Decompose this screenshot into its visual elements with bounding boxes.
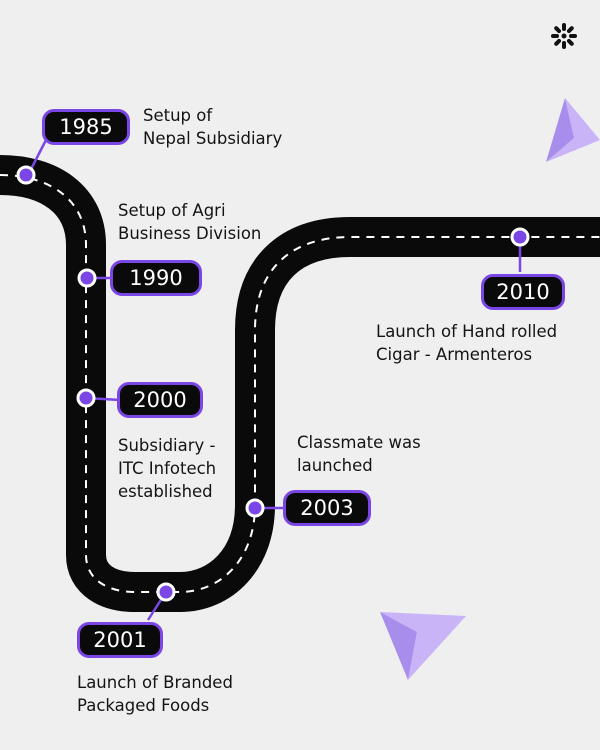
- milestone-text-2000: Subsidiary - ITC Infotech established: [118, 436, 217, 501]
- milestone-dot-2000: [76, 388, 96, 408]
- sparkle-burst-icon: [551, 23, 577, 49]
- milestone-dot-1990: [77, 268, 97, 288]
- year-badge-2001: 2001: [77, 622, 163, 658]
- year-badge-1990: 1990: [110, 260, 202, 296]
- milestone-text-1985: Setup of Nepal Subsidiary: [143, 106, 283, 148]
- milestone-text-2001: Launch of Branded Packaged Foods: [77, 673, 233, 715]
- year-badge-2000: 2000: [117, 382, 203, 418]
- milestone-dot-1985: [16, 165, 36, 185]
- year-badge-2003: 2003: [283, 490, 371, 526]
- milestone-text-1990: Setup of Agri Business Division: [118, 201, 262, 243]
- road: [0, 155, 600, 612]
- paper-plane-arrow-icon: [380, 612, 466, 680]
- paper-plane-arrow-icon: [546, 98, 600, 162]
- milestone-text-2003: Classmate was launched: [297, 433, 421, 475]
- road-center-dashes: [0, 174, 600, 593]
- year-badge-2010: 2010: [481, 274, 565, 310]
- milestone-dot-2010: [510, 227, 530, 247]
- milestone-dot-2001: [156, 582, 176, 602]
- milestone-text-2010: Launch of Hand rolled Cigar - Armenteros: [376, 322, 558, 364]
- milestone-dot-2003: [245, 498, 265, 518]
- year-badge-1985: 1985: [42, 109, 130, 145]
